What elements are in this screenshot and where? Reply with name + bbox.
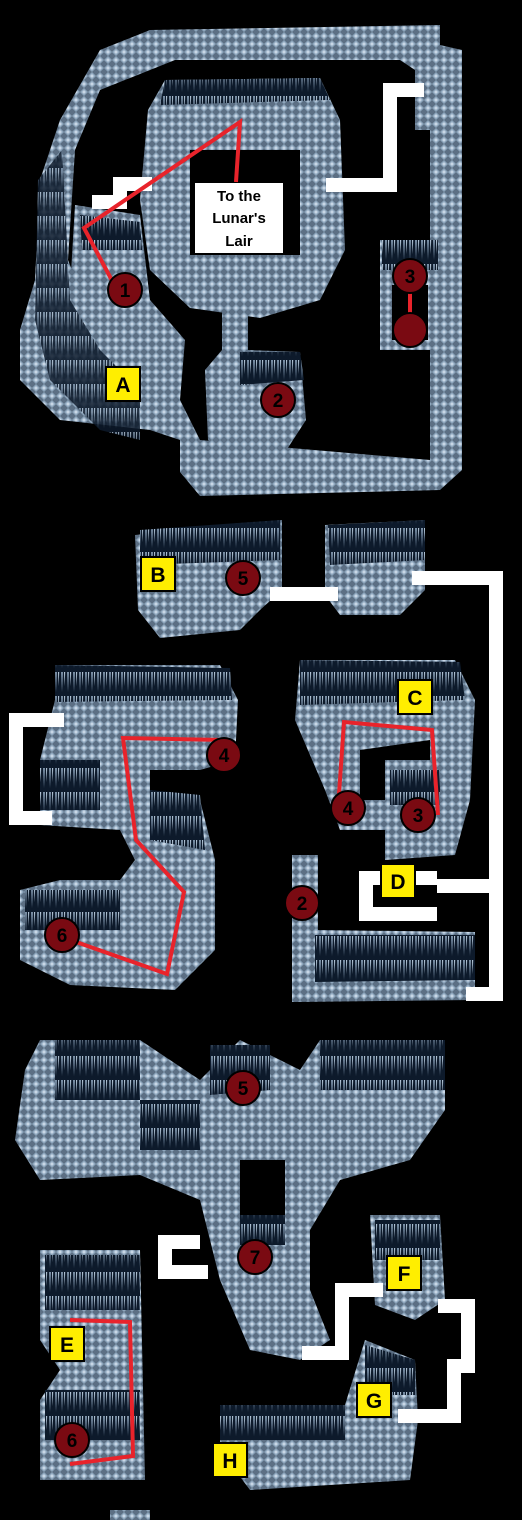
- connector-left-bracket: [9, 713, 64, 825]
- f-cave-wall: [375, 1220, 440, 1260]
- label-b: B: [140, 556, 176, 592]
- label-a: A: [105, 366, 141, 402]
- c-cave-wall-inner: [390, 770, 440, 805]
- connectors-bottom: [158, 1235, 475, 1423]
- top-right-passage: [415, 50, 440, 130]
- svg-text:F: F: [398, 1263, 411, 1286]
- s-cave-wall-2: [40, 760, 100, 810]
- connector-f: [302, 1283, 383, 1360]
- svg-text:2: 2: [273, 391, 284, 412]
- b-strip-wall: [140, 520, 280, 565]
- s-cave-wall-3: [150, 790, 205, 850]
- marker-6-middle: 6: [44, 917, 80, 953]
- middle-cave-area: [20, 520, 475, 1002]
- big-cave-wall-3: [320, 1040, 445, 1090]
- svg-text:1: 1: [120, 281, 131, 302]
- route-4-to-6: [61, 735, 225, 977]
- lair-line-3: Lair: [225, 233, 253, 250]
- marker-2-middle: 2: [284, 885, 320, 921]
- bottom-edge: [110, 1510, 150, 1520]
- svg-text:5: 5: [238, 569, 249, 590]
- connector-right-loop: [412, 571, 503, 1001]
- big-cave-wall-5: [240, 1215, 285, 1245]
- label-d: D: [380, 863, 416, 899]
- marker-2-top: 2: [260, 382, 296, 418]
- svg-text:4: 4: [219, 746, 230, 767]
- connector-g: [398, 1299, 475, 1423]
- markers: 1 2 3 5 4 4 3 2 6 5 7 6: [44, 258, 436, 1458]
- c-cave-wall: [300, 660, 465, 705]
- gh-cave-wall: [220, 1405, 345, 1440]
- s-cave-wall-1: [55, 665, 232, 702]
- inner-ring: [140, 78, 345, 318]
- big-cave: [15, 1040, 445, 1360]
- label-f: F: [386, 1255, 422, 1291]
- stem-wall: [240, 352, 304, 385]
- marker-3-top: 3: [392, 258, 428, 294]
- big-cave-wall-4: [140, 1100, 200, 1150]
- connectors-top: [92, 83, 424, 209]
- svg-text:H: H: [222, 1450, 237, 1473]
- svg-text:6: 6: [67, 1431, 78, 1452]
- svg-text:4: 4: [343, 799, 354, 820]
- svg-text:B: B: [150, 564, 165, 587]
- svg-text:5: 5: [238, 1079, 249, 1100]
- svg-text:3: 3: [405, 267, 416, 288]
- marker-3-middle: 3: [400, 797, 436, 833]
- d-strip-wall: [315, 935, 475, 982]
- svg-text:3: 3: [413, 806, 424, 827]
- inner-ring-wall: [160, 78, 330, 105]
- left-alcove-wall: [80, 215, 142, 250]
- marker-6-bottom: 6: [54, 1422, 90, 1458]
- c-top-strip-wall: [328, 520, 425, 565]
- s-cave-wall-4: [25, 890, 120, 930]
- big-cave-void: [240, 1160, 285, 1220]
- letter-labels: A B C D E F G H: [49, 366, 433, 1478]
- routes-middle: [61, 719, 440, 977]
- bottom-cave-area: [15, 1040, 445, 1520]
- svg-text:2: 2: [297, 894, 308, 915]
- lair-line-1: To the: [217, 188, 261, 205]
- svg-text:7: 7: [250, 1248, 261, 1269]
- marker-1: 1: [107, 272, 143, 308]
- label-e: E: [49, 1326, 85, 1362]
- stem-corridor: [205, 300, 306, 470]
- routes-bottom: [69, 1318, 136, 1466]
- label-c: C: [397, 679, 433, 715]
- lair-line-2: Lunar's: [212, 210, 266, 227]
- connector-7-hook: [158, 1235, 208, 1279]
- marker-4-right: 4: [330, 790, 366, 826]
- connector-top-right: [326, 83, 424, 192]
- svg-text:C: C: [407, 687, 422, 710]
- route-e-to-6: [69, 1318, 136, 1466]
- route-1-to-lair: [81, 118, 243, 306]
- svg-text:G: G: [366, 1390, 382, 1413]
- right-room-wall: [382, 240, 438, 270]
- lunars-lair-box: To the Lunar's Lair: [193, 181, 285, 255]
- marker-4-left: 4: [206, 737, 242, 773]
- e-cave-wall-1: [45, 1255, 140, 1310]
- label-h: H: [212, 1442, 248, 1478]
- big-cave-wall-1: [55, 1040, 140, 1100]
- marker-7: 7: [237, 1239, 273, 1275]
- svg-text:6: 6: [57, 926, 68, 947]
- connector-top-left: [92, 177, 152, 209]
- marker-5-bottom: 5: [225, 1070, 261, 1106]
- connectors-middle: [9, 571, 503, 1001]
- marker-3-top-lower: [392, 312, 428, 348]
- svg-text:D: D: [390, 871, 405, 894]
- route-c: [336, 719, 440, 816]
- label-g: G: [356, 1382, 392, 1418]
- marker-5-middle: 5: [225, 560, 261, 596]
- svg-text:A: A: [115, 374, 130, 397]
- svg-text:E: E: [60, 1334, 74, 1357]
